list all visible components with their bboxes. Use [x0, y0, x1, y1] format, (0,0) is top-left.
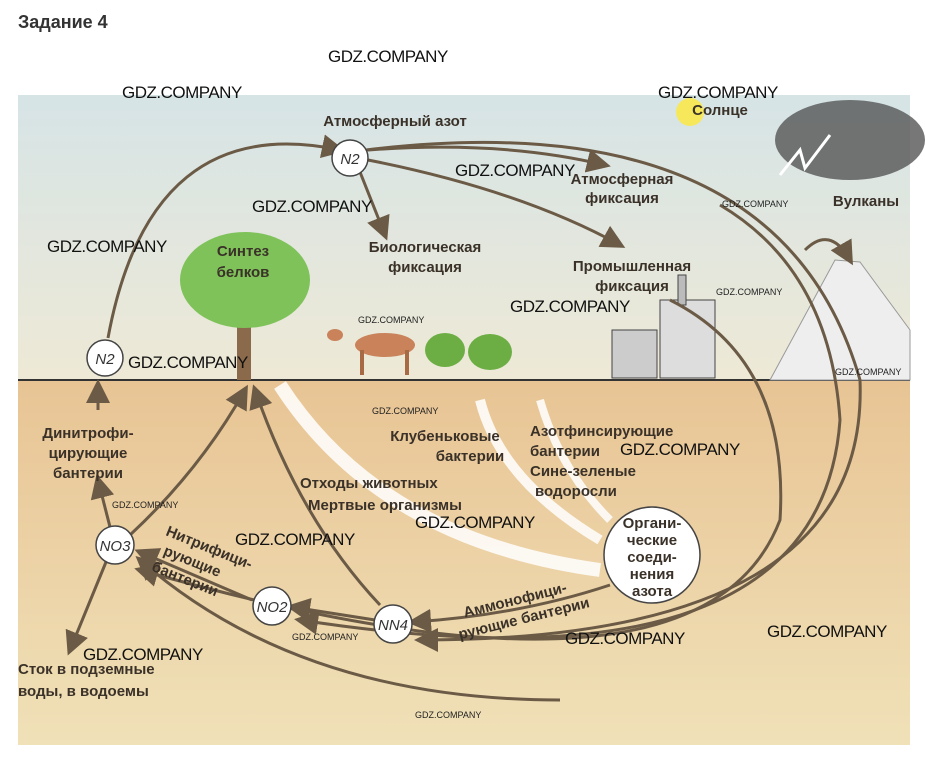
svg-text:GDZ.COMPANY: GDZ.COMPANY	[716, 287, 782, 297]
storm-cloud	[775, 100, 925, 180]
label-nitrifying: Нитрифици- рующие бантерии	[149, 523, 255, 600]
label-atm-fixation-1: Атмосферная	[571, 171, 674, 188]
svg-text:GDZ.COMPANY: GDZ.COMPANY	[128, 353, 248, 372]
svg-text:N2: N2	[340, 151, 360, 168]
svg-text:GDZ.COMPANY: GDZ.COMPANY	[722, 199, 788, 209]
svg-text:GDZ.COMPANY: GDZ.COMPANY	[658, 83, 778, 102]
watermarks: GDZ.COMPANY GDZ.COMPANY GDZ.COMPANY GDZ.…	[47, 47, 901, 720]
label-sun: Солнце	[692, 102, 748, 119]
svg-text:GDZ.COMPANY: GDZ.COMPANY	[620, 440, 740, 459]
svg-text:GDZ.COMPANY: GDZ.COMPANY	[372, 406, 438, 416]
label-protein-2: белков	[217, 264, 270, 281]
svg-text:GDZ.COMPANY: GDZ.COMPANY	[358, 315, 424, 325]
label-waste-1: Отходы животных	[300, 475, 438, 492]
label-runoff-2: воды, в водоемы	[18, 683, 149, 700]
label-protein-1: Синтез	[217, 243, 269, 260]
label-denitr-3: бантерии	[53, 465, 123, 482]
svg-text:GDZ.COMPANY: GDZ.COMPANY	[835, 367, 901, 377]
label-volcanoes: Вулканы	[833, 193, 899, 210]
bush	[468, 334, 512, 370]
cycle-arrows	[65, 134, 862, 702]
label-azotfix-1: Азотфинсирующие	[530, 423, 673, 440]
label-runoff-1: Сток в подземные	[18, 661, 155, 678]
label-nodule-1: Клубеньковые	[390, 428, 500, 445]
svg-text:GDZ.COMPANY: GDZ.COMPANY	[415, 513, 535, 532]
node-n2-top: N2	[331, 139, 369, 177]
node-n2-left: N2	[86, 339, 124, 377]
label-azotfix-4: водоросли	[535, 483, 617, 500]
svg-text:GDZ.COMPANY: GDZ.COMPANY	[122, 83, 242, 102]
svg-text:GDZ.COMPANY: GDZ.COMPANY	[415, 710, 481, 720]
label-denitr-1: Динитрофи-	[42, 425, 133, 442]
svg-text:NO3: NO3	[100, 538, 132, 555]
node-nn4: NN4	[373, 604, 413, 644]
task-title: Задание 4	[18, 12, 108, 32]
label-bio-fix-1: Биологическая	[369, 239, 482, 256]
factory	[611, 274, 716, 379]
label-bio-fix-2: фиксация	[388, 259, 462, 276]
svg-text:азота: азота	[632, 583, 673, 600]
svg-text:GDZ.COMPANY: GDZ.COMPANY	[767, 622, 887, 641]
label-atm-nitrogen: Атмосферный азот	[323, 113, 467, 130]
node-no2: NO2	[252, 586, 292, 626]
svg-text:GDZ.COMPANY: GDZ.COMPANY	[47, 237, 167, 256]
tree	[180, 232, 310, 380]
label-atm-fixation-2: фиксация	[585, 190, 659, 207]
svg-text:GDZ.COMPANY: GDZ.COMPANY	[328, 47, 448, 66]
svg-text:GDZ.COMPANY: GDZ.COMPANY	[455, 161, 575, 180]
node-no3: NO3	[95, 525, 135, 565]
label-azotfix-3: Сине-зеленые	[530, 463, 636, 480]
label-waste-2: Мертвые организмы	[308, 497, 462, 514]
lightning-icon	[778, 134, 832, 176]
svg-text:GDZ.COMPANY: GDZ.COMPANY	[292, 632, 358, 642]
svg-text:GDZ.COMPANY: GDZ.COMPANY	[510, 297, 630, 316]
label-ind-fix-2: фиксация	[595, 278, 669, 295]
svg-text:GDZ.COMPANY: GDZ.COMPANY	[235, 530, 355, 549]
deer	[327, 329, 415, 375]
svg-text:GDZ.COMPANY: GDZ.COMPANY	[252, 197, 372, 216]
label-nodule-2: бактерии	[436, 448, 504, 465]
svg-text:GDZ.COMPANY: GDZ.COMPANY	[565, 629, 685, 648]
svg-text:нения: нения	[630, 566, 674, 583]
bush	[425, 333, 465, 367]
svg-text:NO2: NO2	[257, 599, 289, 616]
label-ind-fix-1: Промышленная	[573, 258, 691, 275]
svg-text:N2: N2	[95, 351, 115, 368]
label-azotfix-2: бантерии	[530, 443, 600, 460]
svg-text:NN4: NN4	[378, 617, 408, 634]
svg-text:ческие: ческие	[627, 532, 677, 549]
svg-text:GDZ.COMPANY: GDZ.COMPANY	[112, 500, 178, 510]
node-organic-nitrogen: Органи- ческие соеди- нения азота	[603, 506, 701, 604]
volcano	[769, 259, 911, 381]
sun-icon	[676, 98, 704, 126]
svg-text:GDZ.COMPANY: GDZ.COMPANY	[83, 645, 203, 664]
svg-text:соеди-: соеди-	[627, 549, 677, 566]
svg-text:Органи-: Органи-	[623, 515, 682, 532]
label-denitr-2: цирующие	[49, 445, 128, 462]
